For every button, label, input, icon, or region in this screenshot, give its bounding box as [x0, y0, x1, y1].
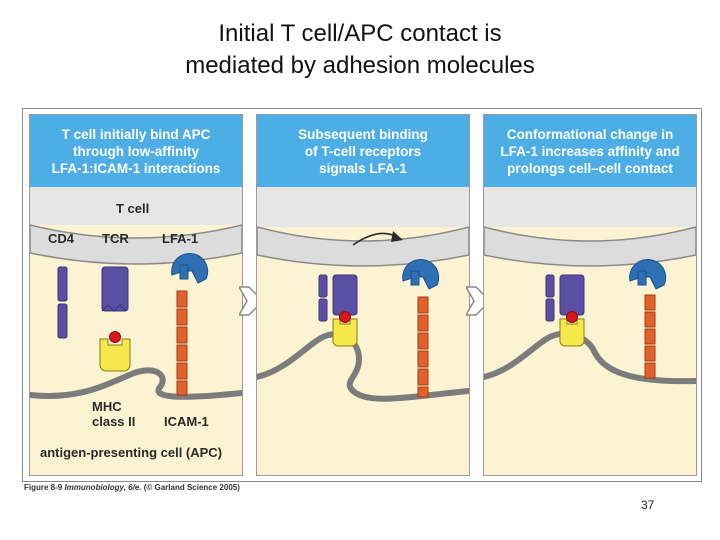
panel-2-scene — [257, 187, 469, 402]
apc-membrane — [257, 331, 469, 402]
panel-1: T cell initially bind APC through low-af… — [29, 114, 243, 476]
lfa1-molecule — [171, 253, 209, 284]
mhc-class-ii-molecule — [559, 311, 585, 347]
icam1-molecule — [644, 294, 656, 379]
cd4-label: CD4 — [48, 231, 75, 246]
icam1-molecule — [176, 290, 188, 396]
caption-book: Immunobiology, 6/e. — [64, 483, 142, 492]
panel-3-header-line-3: prolongs cell–cell contact — [507, 160, 673, 176]
t-cell-label: T cell — [116, 201, 150, 216]
panel-1-scene — [30, 187, 242, 400]
lfa1-molecule — [402, 259, 440, 290]
lfa1-label: LFA-1 — [162, 231, 199, 246]
figure: T cell initially bind APC through low-af… — [22, 108, 702, 482]
t-cell-region — [257, 187, 469, 227]
chevron-right-icon — [466, 286, 492, 316]
panel-2-header-line-3: signals LFA-1 — [319, 160, 407, 176]
tcr-molecule — [101, 266, 129, 312]
panel-1-header-line-1: T cell initially bind APC — [61, 126, 211, 142]
panel-3-header: Conformational change in LFA-1 increases… — [484, 115, 696, 187]
mhc-label-line-2: class II — [92, 414, 136, 429]
icam1-molecule — [417, 296, 429, 398]
panel-3: Conformational change in LFA-1 increases… — [483, 114, 697, 476]
mhc-class-ii-molecule — [332, 311, 358, 347]
lfa1-molecule — [629, 259, 667, 290]
apc-membrane — [484, 330, 696, 385]
apc-label: antigen-presenting cell (APC) — [40, 445, 223, 460]
t-cell-region — [484, 187, 696, 227]
tcr-molecule — [559, 274, 585, 316]
mhc-label-line-1: MHC — [92, 399, 122, 414]
slide-title-line-2: mediated by adhesion molecules — [185, 52, 535, 79]
panel-2-header: Subsequent binding of T-cell receptors s… — [257, 115, 469, 187]
panel-1-header-line-3: LFA-1:ICAM-1 interactions — [51, 160, 221, 176]
panel-2: Subsequent binding of T-cell receptors s… — [256, 114, 470, 476]
panel-3-scene — [484, 187, 696, 385]
tcr-molecule — [332, 274, 358, 316]
t-cell-region — [30, 187, 242, 225]
cd4-molecule — [318, 274, 328, 322]
panel-1-header: T cell initially bind APC through low-af… — [30, 115, 242, 187]
cd4-molecule — [57, 266, 68, 339]
chevron-right-icon — [239, 286, 265, 316]
apc-membrane — [30, 367, 242, 400]
mhc-class-ii-molecule — [99, 331, 131, 372]
panel-3-header-line-1: Conformational change in — [506, 126, 674, 142]
panel-2-header-line-1: Subsequent binding — [298, 126, 428, 142]
figure-caption: Figure 8-9 Immunobiology, 6/e. (© Garlan… — [24, 483, 240, 492]
slide-title-line-1: Initial T cell/APC contact is — [218, 20, 502, 47]
t-cell-membrane — [257, 226, 469, 267]
arrow-head-icon — [391, 231, 403, 242]
tcr-label: TCR — [102, 231, 129, 246]
panel-3-header-line-2: LFA-1 increases affinity and — [500, 143, 680, 159]
panel-1-header-line-2: through low-affinity — [73, 143, 199, 159]
slide-title: Initial T cell/APC contact is mediated b… — [60, 18, 660, 82]
page-number: 37 — [641, 498, 655, 512]
cd4-molecule — [545, 274, 555, 322]
icam1-label: ICAM-1 — [164, 414, 209, 429]
panel-2-header-line-2: of T-cell receptors — [304, 143, 422, 159]
caption-prefix: Figure 8-9 — [24, 483, 65, 492]
caption-suffix: (© Garland Science 2005) — [141, 483, 240, 492]
t-cell-membrane — [484, 226, 696, 267]
